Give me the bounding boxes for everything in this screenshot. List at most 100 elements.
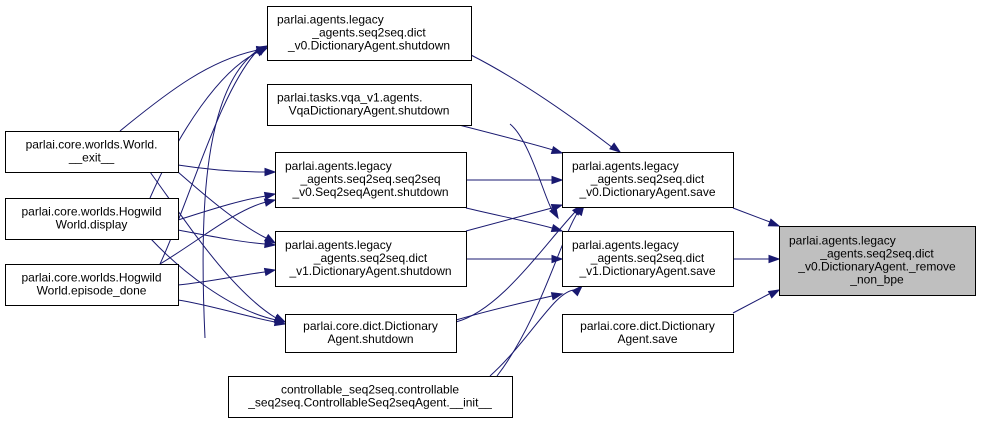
- node-box: [285, 314, 457, 353]
- node-label-line: _agents.seq2seq.dict: [590, 172, 705, 186]
- call-edge: [732, 207, 771, 223]
- edge-arrowhead: [609, 142, 622, 153]
- graph-node-v1-dict-shutdown[interactable]: parlai.agents.legacy_agents.seq2seq.dict…: [275, 231, 467, 287]
- node-label-line: _non_bpe: [849, 273, 904, 287]
- node-label-line: _v0.DictionaryAgent._remove: [797, 260, 956, 274]
- node-label-line: parlai.tasks.vqa_v1.agents.: [277, 91, 422, 105]
- call-edge: [177, 229, 266, 245]
- edge-arrowhead: [263, 198, 277, 207]
- edge-arrowhead: [571, 284, 584, 297]
- graph-node-v1-save[interactable]: parlai.agents.legacy_agents.seq2seq.dict…: [562, 231, 734, 287]
- call-edge: [177, 299, 276, 323]
- node-box: [779, 226, 976, 296]
- edge-arrowhead: [768, 254, 781, 264]
- call-edge: [177, 171, 267, 239]
- call-edge: [119, 49, 259, 132]
- call-edge: [149, 171, 277, 319]
- call-edge: [177, 195, 267, 221]
- call-edge: [149, 237, 277, 321]
- node-box: [5, 131, 179, 173]
- call-edge: [202, 49, 259, 339]
- node-label-line: parlai.core.worlds.World.: [26, 138, 158, 152]
- node-label-line: parlai.core.dict.Dictionary: [580, 319, 715, 333]
- edge-arrowhead: [767, 218, 781, 227]
- graph-node-hogwild-episode-done[interactable]: parlai.core.worlds.HogwildWorld.episode_…: [5, 264, 179, 306]
- call-edge: [489, 289, 576, 377]
- node-label-line: parlai.agents.legacy: [277, 13, 384, 27]
- node-label-line: parlai.core.dict.Dictionary: [303, 319, 438, 333]
- graph-node-v0-save[interactable]: parlai.agents.legacy_agents.seq2seq.dict…: [562, 152, 734, 208]
- node-box: [275, 152, 467, 208]
- node-label-line: controllable_seq2seq.controllable: [281, 383, 459, 397]
- edge-arrowhead: [264, 239, 277, 249]
- edge-arrowhead: [263, 191, 277, 201]
- node-box: [228, 376, 513, 418]
- graph-edges: [119, 45, 781, 377]
- node-label-line: parlai.agents.legacy: [572, 238, 679, 252]
- call-edge: [496, 211, 579, 377]
- node-label-line: World.episode_done: [37, 284, 147, 298]
- node-label-line: _v0.DictionaryAgent.save: [578, 185, 715, 199]
- call-edge: [458, 124, 554, 151]
- node-label-line: parlai.agents.legacy: [572, 159, 679, 173]
- call-edge: [149, 51, 259, 199]
- node-label-line: _v0.DictionaryAgent.shutdown: [287, 39, 450, 53]
- edge-arrowhead: [263, 267, 277, 277]
- graph-node-remove-non-bpe[interactable]: parlai.agents.legacy_agents.seq2seq.dict…: [779, 226, 976, 296]
- call-edge: [455, 295, 553, 321]
- node-label-line: __exit__: [68, 151, 115, 165]
- call-edge: [470, 54, 614, 149]
- node-label-line: _agents.seq2seq.dict: [819, 247, 934, 261]
- node-box: [5, 264, 179, 306]
- node-box: [5, 198, 179, 240]
- node-label-line: _agents.seq2seq.dict: [590, 251, 705, 265]
- node-label-line: World.display: [56, 218, 128, 232]
- call-edge: [177, 164, 266, 173]
- node-box: [267, 6, 472, 61]
- node-box: [275, 231, 467, 287]
- node-label-line: parlai.agents.legacy: [285, 159, 392, 173]
- node-label-line: parlai.agents.legacy: [789, 234, 896, 248]
- edge-arrowhead: [273, 317, 287, 327]
- node-label-line: _agents.seq2seq.seq2seq: [299, 172, 440, 186]
- call-edge: [465, 207, 553, 232]
- node-label-line: _v1.DictionaryAgent.save: [578, 264, 715, 278]
- graph-node-s2s-shutdown[interactable]: parlai.agents.legacy_agents.seq2seq.seq2…: [275, 152, 467, 208]
- node-box: [267, 84, 472, 126]
- node-label-line: parlai.core.worlds.Hogwild: [21, 271, 161, 285]
- node-label-line: parlai.agents.legacy: [285, 238, 392, 252]
- edge-arrowhead: [767, 289, 781, 299]
- node-box: [562, 152, 734, 208]
- node-label-line: VqaDictionaryAgent.shutdown: [289, 104, 450, 118]
- node-label-line: Agent.shutdown: [327, 332, 413, 346]
- node-label-line: _v1.DictionaryAgent.shutdown: [288, 264, 451, 278]
- graph-nodes: parlai.agents.legacy_agents.seq2seq.dict…: [5, 6, 976, 418]
- node-label-line: parlai.core.worlds.Hogwild: [21, 205, 161, 219]
- graph-node-v0-dict-shutdown[interactable]: parlai.agents.legacy_agents.seq2seq.dict…: [267, 6, 472, 61]
- node-box: [562, 314, 734, 353]
- call-edge: [177, 271, 266, 286]
- edge-arrowhead: [551, 175, 564, 185]
- graph-node-world-exit[interactable]: parlai.core.worlds.World.__exit__: [5, 131, 179, 173]
- edge-arrowhead: [550, 145, 564, 155]
- graph-node-controllable-init[interactable]: controllable_seq2seq.controllable_seq2se…: [228, 376, 513, 418]
- node-label-line: _v0.Seq2seqAgent.shutdown: [291, 185, 448, 199]
- graph-node-core-dict-shutdown[interactable]: parlai.core.dict.DictionaryAgent.shutdow…: [285, 314, 457, 353]
- node-label-line: Agent.save: [617, 332, 677, 346]
- edge-arrowhead: [255, 45, 269, 55]
- node-label-line: _agents.seq2seq.dict: [311, 26, 426, 40]
- edge-arrowhead: [550, 292, 564, 301]
- node-label-line: _seq2seq.ControllableSeq2seqAgent.__init…: [247, 396, 492, 410]
- edge-arrowhead: [264, 167, 277, 177]
- node-box: [562, 231, 734, 287]
- call-edge: [509, 123, 554, 213]
- graph-node-vqa-shutdown[interactable]: parlai.tasks.vqa_v1.agents.VqaDictionary…: [267, 84, 472, 126]
- edge-arrowhead: [549, 206, 559, 220]
- call-edge: [159, 201, 267, 265]
- call-edge: [732, 293, 770, 314]
- call-edge: [455, 211, 576, 323]
- graph-node-core-dict-save[interactable]: parlai.core.dict.DictionaryAgent.save: [562, 314, 734, 353]
- node-label-line: _agents.seq2seq.dict: [313, 251, 428, 265]
